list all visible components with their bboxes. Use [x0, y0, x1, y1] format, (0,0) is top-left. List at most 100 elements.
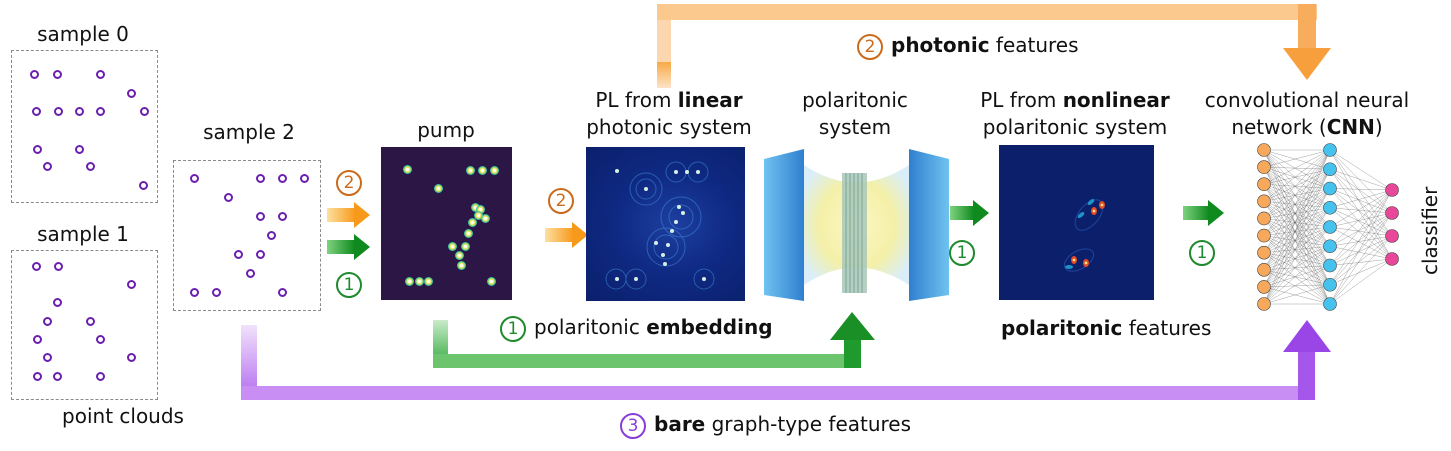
cnn-connection [1263, 226, 1331, 253]
cnn-connection [1263, 169, 1331, 253]
bare-feature-arrow [241, 320, 1331, 400]
cnn-connection [1263, 188, 1331, 288]
cnn-connection [1263, 284, 1331, 288]
pl-linear-image [586, 147, 745, 301]
cnn-connection [1263, 246, 1331, 271]
cnn-connection [1263, 246, 1331, 305]
cnn-connection [1263, 184, 1331, 305]
cnn-connection [1263, 149, 1331, 247]
pump-spot [448, 242, 457, 251]
cnn-connection [1329, 235, 1393, 285]
pump-spot [481, 214, 490, 223]
cnn-hidden-node [1323, 277, 1337, 292]
cnn-connection [1263, 166, 1331, 228]
cnn-hidden-node [1323, 181, 1337, 196]
cnn-connection [1263, 201, 1331, 285]
point [96, 372, 105, 381]
cnn-connection [1263, 184, 1331, 266]
cnn-connection [1329, 169, 1393, 260]
cnn-output-node [1385, 252, 1399, 266]
cnn-connection [1329, 207, 1393, 260]
cnn-connection [1263, 265, 1331, 271]
cnn-connection [1263, 246, 1331, 288]
point [96, 107, 105, 116]
cnn-connection [1263, 184, 1331, 285]
pump-spot [476, 205, 485, 214]
pump-spot [424, 277, 433, 286]
cnn-connection [1263, 149, 1331, 305]
cnn-connection [1263, 207, 1331, 288]
cnn-connection [1263, 201, 1331, 208]
embedding-arrow [433, 312, 875, 368]
point [43, 162, 52, 171]
arrow-pump-to-linear-orange [545, 222, 588, 248]
pump-spot [464, 229, 473, 238]
cnn-input-node [1257, 228, 1271, 243]
pl-linear-pattern [605, 161, 715, 290]
point [256, 250, 265, 259]
cnn-connection [1263, 166, 1331, 285]
cnn-connection [1263, 184, 1331, 247]
cnn-connection [1263, 166, 1331, 247]
cnn-connection [1263, 149, 1331, 185]
point [139, 181, 148, 190]
cnn-connection [1263, 149, 1331, 208]
cnn-label-line1: convolutional neural [1204, 88, 1410, 112]
cnn-input-node [1257, 262, 1271, 277]
cnn-connection [1263, 166, 1331, 170]
point [267, 231, 276, 240]
cnn-connection [1329, 258, 1393, 266]
badge-photonic-path: 2 [336, 170, 362, 196]
cnn-connection [1263, 201, 1331, 247]
point [256, 174, 265, 183]
cnn-label-line2: network (CNN) [1231, 115, 1383, 139]
cnn-connection [1329, 258, 1393, 305]
cnn-connection [1263, 218, 1331, 285]
cnn-connection [1263, 252, 1331, 266]
pl-linear-label-line1: PL from linear [595, 88, 743, 112]
cnn-connection [1263, 265, 1331, 305]
cnn-input-node [1257, 194, 1271, 209]
cnn-connection [1263, 169, 1331, 270]
arrow-system-to-nonlinear-green [950, 200, 989, 226]
point [53, 298, 62, 307]
pl-nonlinear-image [999, 145, 1154, 300]
cnn-connection [1329, 188, 1393, 214]
cnn-connection [1263, 235, 1331, 266]
badge-bare: 3 [620, 412, 646, 439]
cnn-connection [1263, 265, 1331, 288]
point [278, 174, 287, 183]
pump-label: pump [417, 118, 475, 142]
cnn-connection [1329, 189, 1393, 285]
pump-spot [468, 218, 477, 227]
pump-spot [403, 165, 412, 174]
cnn-connection [1263, 149, 1331, 219]
cnn-connection [1329, 235, 1393, 305]
cnn-connection [1329, 207, 1393, 214]
cnn-connection [1329, 169, 1393, 214]
cnn-hidden-node [1323, 220, 1337, 234]
pl-nonlinear-label-line2: polaritonic system [982, 115, 1168, 139]
point [32, 107, 41, 116]
point [54, 107, 63, 116]
cnn-connection [1329, 189, 1393, 208]
cnn-connection [1263, 166, 1331, 266]
point [33, 335, 42, 344]
pump-spot [478, 166, 487, 175]
point [278, 212, 287, 221]
pl-nonlinear-label-line1: PL from nonlinear [980, 88, 1170, 112]
cnn-connection [1329, 212, 1393, 247]
cnn-connection [1263, 226, 1331, 288]
point [75, 145, 84, 154]
cnn-connection [1329, 226, 1393, 237]
pump-spot [466, 166, 475, 175]
pump-spot [487, 277, 496, 286]
cnn-connection [1263, 149, 1331, 236]
point [54, 262, 63, 271]
cnn-connection [1263, 169, 1331, 185]
badge-embedding: 1 [500, 315, 526, 342]
cnn-output-node [1385, 206, 1399, 220]
badge-embedding-path: 1 [336, 272, 362, 298]
cnn-connection [1329, 207, 1393, 237]
